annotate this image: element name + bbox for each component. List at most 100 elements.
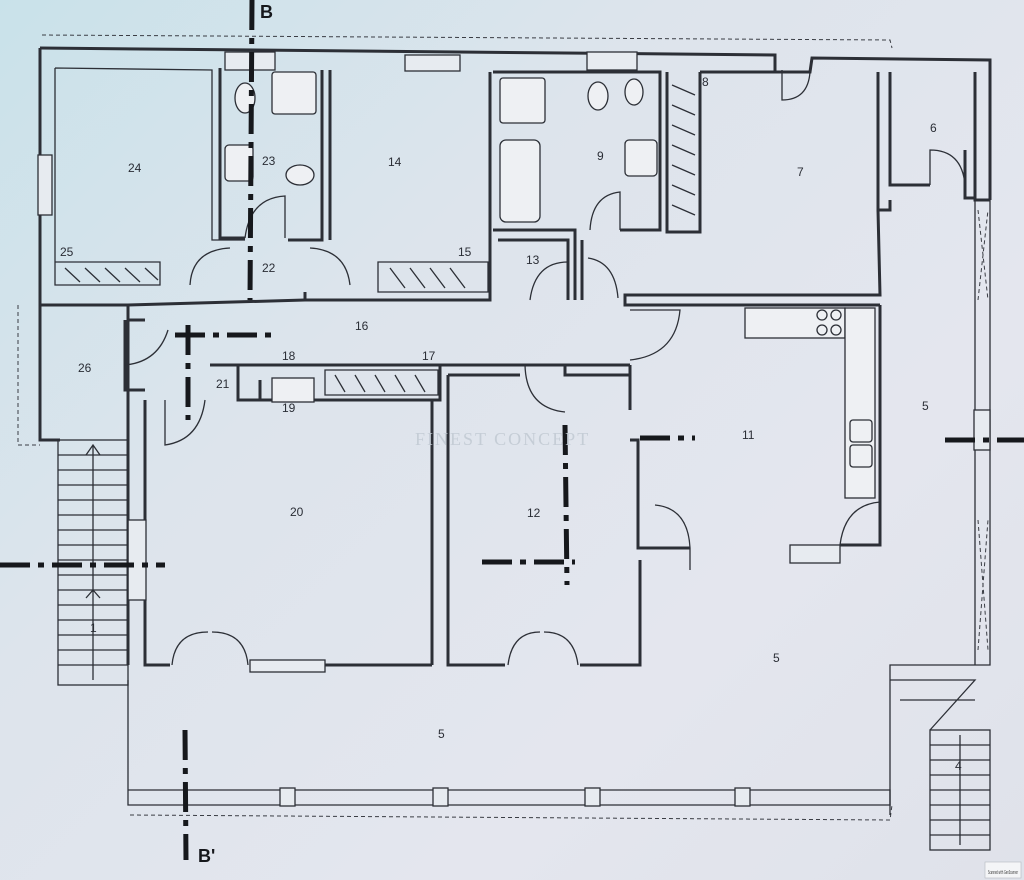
room-9-door <box>589 191 621 231</box>
outer-dashed-border <box>17 34 893 821</box>
section-line-b-south <box>182 729 189 861</box>
room-20-door-south <box>171 631 249 666</box>
room-20-window-west <box>127 519 147 601</box>
room-23-toilet <box>285 164 315 186</box>
room-9-bidet <box>624 78 644 106</box>
room-9-wc <box>587 81 609 111</box>
room-19-fireplace <box>271 377 315 403</box>
room-label-15: 15 <box>458 245 472 259</box>
room-label-5-east: 5 <box>922 399 929 413</box>
room-11-counter-top <box>744 307 846 339</box>
room-23-door <box>244 195 286 239</box>
room-label-16: 16 <box>355 319 369 333</box>
section-line-12-v <box>562 424 570 586</box>
room-24-inner <box>54 67 245 286</box>
room-label-12: 12 <box>527 506 541 520</box>
room-label-5-southeast: 5 <box>773 651 780 665</box>
terrace-east-post <box>973 409 991 451</box>
room-20-walls <box>143 400 434 667</box>
room-label-14: 14 <box>388 155 402 169</box>
room-12-walls <box>446 373 642 667</box>
room-label-7: 7 <box>797 165 804 179</box>
room-11-door-west <box>654 504 691 570</box>
main-wall-west <box>38 48 130 665</box>
scanner-badge: Scanned with GenScanner <box>984 861 1022 879</box>
room-17-walls <box>236 365 442 402</box>
room-12-door-south <box>507 631 579 666</box>
section-line-b-north <box>247 0 255 301</box>
room-label-17: 17 <box>422 349 436 363</box>
terrace-post-1 <box>279 787 296 807</box>
window-north-14 <box>404 54 461 72</box>
room-label-13: 13 <box>526 253 540 267</box>
room-label-19: 19 <box>282 401 296 415</box>
room-label-23: 23 <box>262 154 276 168</box>
window-west-24 <box>37 154 53 216</box>
room-6-walls <box>888 72 975 200</box>
room-13-walls <box>498 238 584 300</box>
room-16-door-east <box>629 309 681 361</box>
room-11-sink-2 <box>849 444 873 468</box>
room-7-walls <box>623 70 882 307</box>
room-label-8: 8 <box>702 75 709 89</box>
room-label-20: 20 <box>290 505 304 519</box>
terrace-post-4 <box>734 787 751 807</box>
stairs-east <box>890 679 991 851</box>
room-15-wardrobe <box>377 261 489 293</box>
room-22-door-left <box>189 247 231 286</box>
room-11-burner-3 <box>816 324 828 336</box>
room-8-hangers <box>671 84 696 216</box>
room-11-burner-2 <box>830 309 842 321</box>
room-label-11: 11 <box>742 428 755 442</box>
room-12-north-wall <box>563 365 630 377</box>
room-7-door <box>781 70 811 101</box>
room-13b-door <box>587 257 619 299</box>
room-23-basin <box>271 71 317 115</box>
corridor-16-walls <box>126 298 680 367</box>
room-26-door <box>124 329 169 366</box>
room-11-burner-1 <box>816 309 828 321</box>
room-23-walls <box>218 68 324 242</box>
room-9-bathtub <box>499 139 541 223</box>
room-25-hangers <box>64 267 159 283</box>
room-12-door-north <box>524 364 566 413</box>
room-label-5-south: 5 <box>438 727 445 741</box>
watermark: FINEST CONCEPT <box>415 429 590 449</box>
room-20-door-top <box>164 399 206 446</box>
room-6-door <box>929 149 966 186</box>
room-14-walls <box>303 70 492 302</box>
terrace-post-3 <box>584 787 601 807</box>
room-13-door <box>529 261 569 301</box>
room-11-counter-side <box>844 307 876 499</box>
terrace-south <box>127 680 891 806</box>
room-label-9: 9 <box>597 149 604 163</box>
main-wall-east-upper <box>876 72 990 212</box>
room-9-basin <box>499 77 546 124</box>
section-label-top: B <box>260 2 273 22</box>
room-9-walls <box>493 70 662 300</box>
room-label-4: 4 <box>955 759 962 773</box>
room-22-door-right <box>309 247 351 286</box>
section-label-bottom: B' <box>198 846 215 866</box>
terrace-east-hatch <box>977 209 989 651</box>
room-8-walls <box>665 72 702 234</box>
room-label-22: 22 <box>262 261 276 275</box>
room-label-26: 26 <box>78 361 92 375</box>
room-11-door-east <box>839 501 881 546</box>
room-11-walls <box>628 305 882 550</box>
room-label-24: 24 <box>128 161 142 175</box>
room-26-walls <box>38 310 145 442</box>
room-label-6: 6 <box>930 121 937 135</box>
window-south-11 <box>789 544 841 564</box>
room-11-burner-4 <box>830 324 842 336</box>
room-20-window-south <box>249 659 326 673</box>
room-label-18: 18 <box>282 349 296 363</box>
window-north-9 <box>586 51 638 71</box>
room-label-25: 25 <box>60 245 74 259</box>
terrace-post-2 <box>432 787 449 807</box>
room-label-1: 1 <box>90 621 97 635</box>
room-label-21: 21 <box>216 377 230 391</box>
scanner-badge-text: Scanned with GenScanner <box>988 870 1018 876</box>
